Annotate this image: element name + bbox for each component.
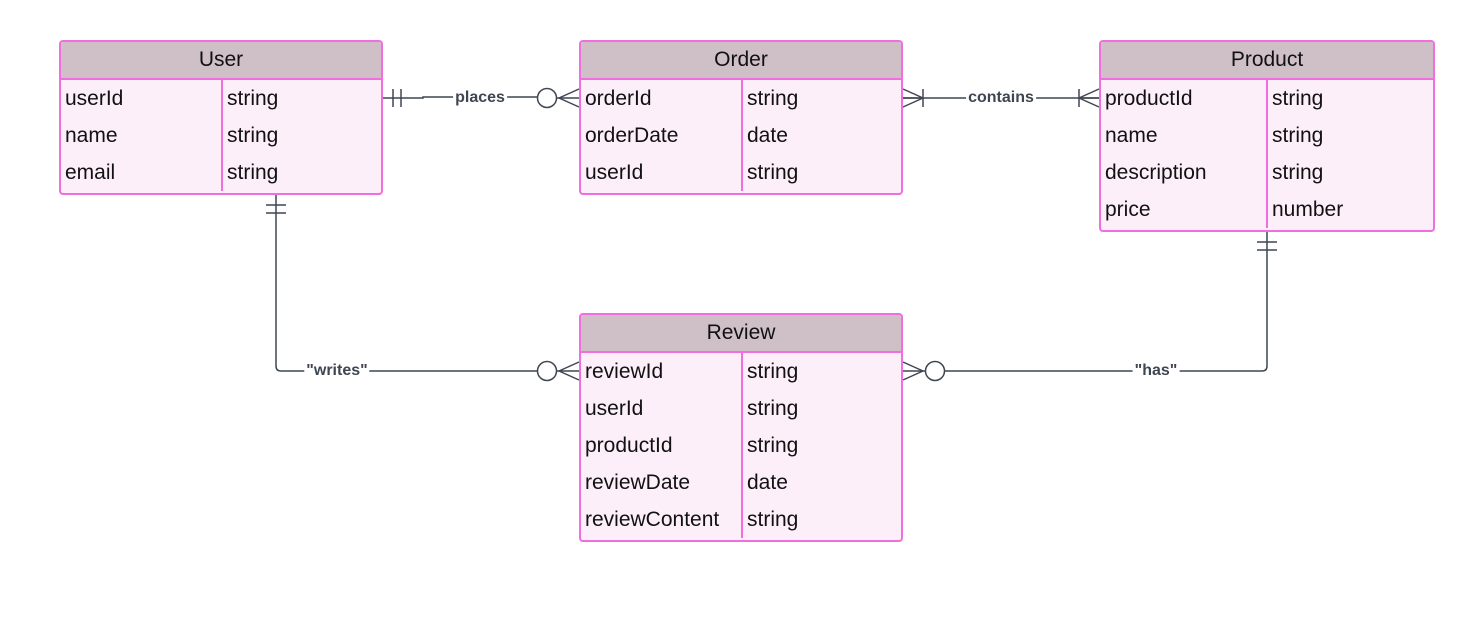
attribute-name: reviewDate (581, 464, 743, 501)
crow-foot (558, 88, 580, 99)
cardinality-zero-circle (536, 360, 558, 382)
attribute-name: name (61, 117, 223, 154)
attribute-name: userId (61, 80, 223, 117)
relationship-label: places (453, 89, 507, 107)
attribute-name: orderDate (581, 117, 743, 154)
attribute-type: number (1272, 197, 1344, 221)
edge-writes (275, 195, 559, 372)
crow-foot (558, 97, 580, 108)
attribute-type: string (1272, 86, 1324, 110)
crow-foot (902, 361, 924, 372)
attribute-type: string (747, 396, 799, 420)
crow-foot (902, 97, 924, 108)
attribute-name: reviewContent (581, 501, 743, 538)
attribute-type: string (747, 433, 799, 457)
attribute-type: date (747, 470, 788, 494)
entity-title: Review (581, 315, 901, 353)
attribute-type: string (1272, 160, 1324, 184)
entity-title: Product (1101, 42, 1433, 80)
attribute-type: string (227, 160, 279, 184)
crow-foot (902, 88, 924, 99)
attribute-type: string (747, 359, 799, 383)
attribute-name: userId (581, 154, 743, 191)
crow-foot (1078, 97, 1100, 108)
attribute-name: orderId (581, 80, 743, 117)
cardinality-zero-circle (536, 87, 558, 109)
relationship-label: contains (966, 89, 1036, 107)
attribute-name: price (1101, 191, 1268, 228)
attribute-name: name (1101, 117, 1268, 154)
crow-foot (558, 361, 580, 372)
entity-title: User (61, 42, 381, 80)
attribute-type: string (747, 86, 799, 110)
edge-has (923, 232, 1268, 372)
cardinality-zero-circle (924, 360, 946, 382)
attribute-type: string (227, 123, 279, 147)
crow-foot (902, 370, 924, 381)
relationship-label: "has" (1132, 362, 1180, 380)
crow-foot (1078, 88, 1100, 99)
crow-foot (558, 370, 580, 381)
attribute-type: string (227, 86, 279, 110)
attribute-type: date (747, 123, 788, 147)
attribute-name: productId (1101, 80, 1268, 117)
attribute-name: productId (581, 427, 743, 464)
entity-title: Order (581, 42, 901, 80)
attribute-type: string (747, 507, 799, 531)
attribute-name: userId (581, 390, 743, 427)
attribute-name: description (1101, 154, 1268, 191)
relationship-label: "writes" (304, 362, 370, 380)
attribute-name: reviewId (581, 353, 743, 390)
attribute-type: string (1272, 123, 1324, 147)
attribute-name: email (61, 154, 223, 191)
attribute-type: string (747, 160, 799, 184)
